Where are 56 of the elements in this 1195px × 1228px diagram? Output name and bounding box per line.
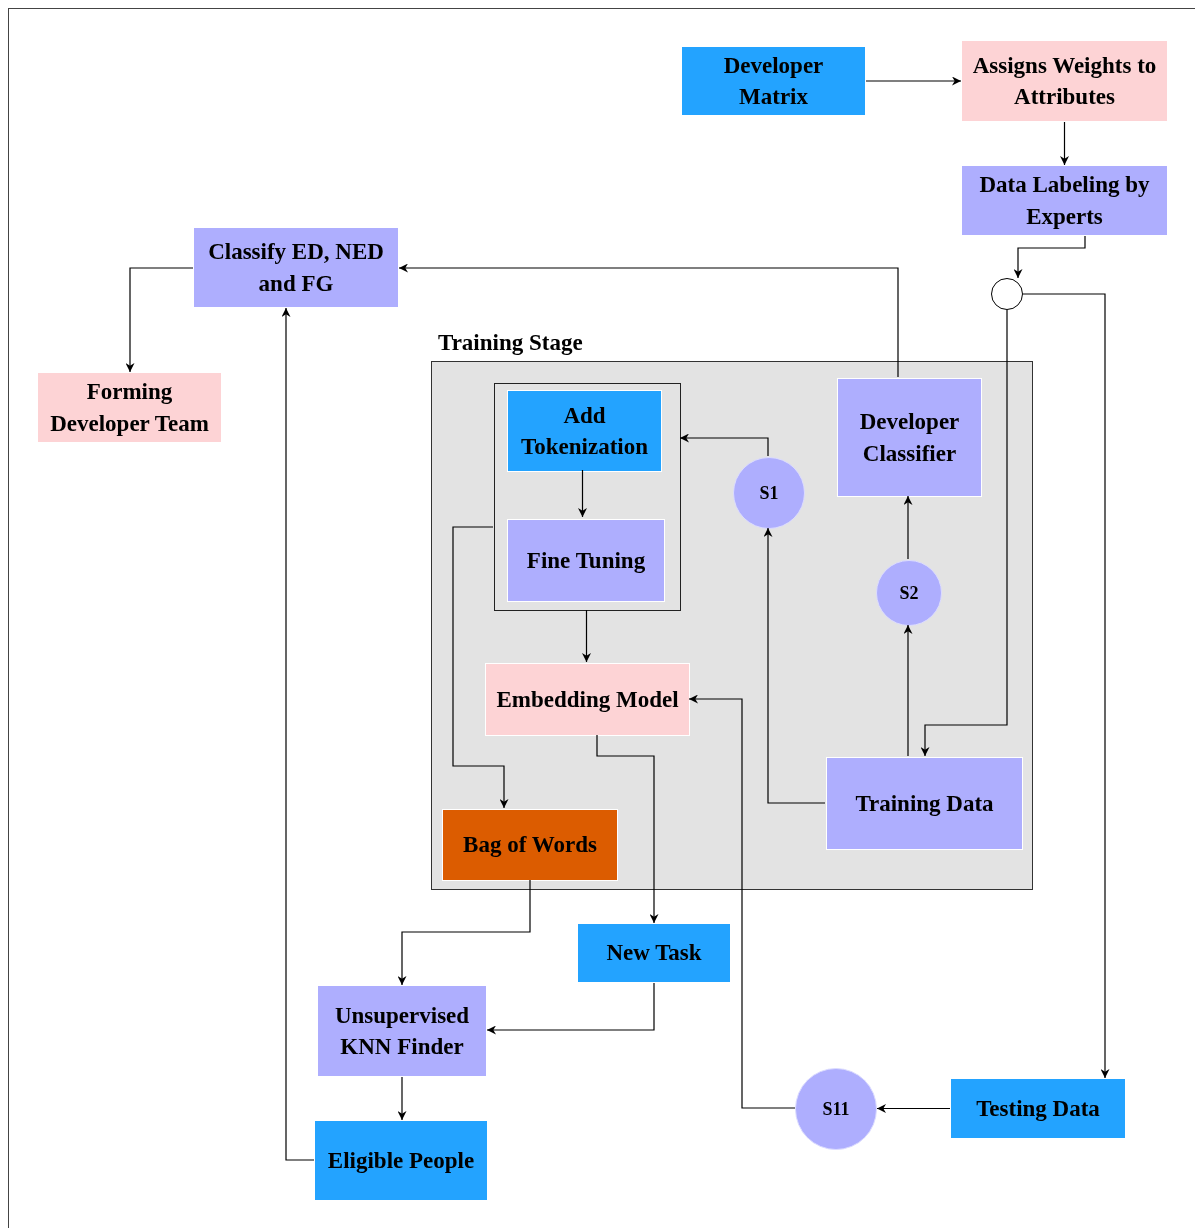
process-box bbox=[193, 227, 399, 308]
node-label: Developer Matrix bbox=[722, 51, 825, 111]
process-box bbox=[442, 809, 618, 881]
arrow bbox=[452, 526, 509, 809]
arrow bbox=[903, 495, 913, 560]
process-box bbox=[837, 378, 982, 497]
arrow bbox=[763, 527, 826, 804]
process-box bbox=[37, 372, 222, 443]
arrow bbox=[281, 307, 315, 1161]
process-box bbox=[961, 40, 1168, 122]
process-box bbox=[507, 519, 665, 602]
arrow bbox=[903, 624, 913, 757]
process-box bbox=[317, 985, 487, 1077]
node-label: S1 bbox=[758, 481, 780, 505]
group-title: Training Stage bbox=[438, 329, 583, 357]
arrow bbox=[1060, 121, 1069, 166]
process-box bbox=[681, 46, 866, 116]
arrow bbox=[920, 309, 1008, 757]
arrow bbox=[397, 1076, 407, 1121]
arrow bbox=[398, 263, 899, 378]
node-label: Add Tokenization bbox=[520, 401, 649, 461]
node-label: Embedding Model bbox=[495, 685, 680, 714]
arrow bbox=[688, 694, 796, 1109]
process-box bbox=[826, 757, 1023, 850]
node-label: Testing Data bbox=[975, 1094, 1101, 1123]
arrow bbox=[1013, 235, 1086, 279]
process-box bbox=[485, 663, 690, 736]
process-box bbox=[577, 923, 731, 983]
arrow bbox=[596, 734, 659, 924]
node-label: Unsupervised KNN Finder bbox=[333, 1001, 471, 1061]
node-label: S2 bbox=[898, 581, 920, 605]
arrow bbox=[582, 609, 591, 663]
process-box bbox=[507, 390, 662, 472]
node-label: Classify ED, NED and FG bbox=[207, 238, 385, 298]
arrow bbox=[578, 469, 587, 518]
node-label: Fine Tuning bbox=[525, 546, 647, 575]
arrow bbox=[125, 267, 194, 373]
arrow bbox=[876, 1104, 951, 1113]
arrow bbox=[486, 982, 655, 1035]
node-label: Bag of Words bbox=[462, 831, 598, 860]
node-label: Training Data bbox=[854, 789, 995, 818]
node-label: Assigns Weights to Attributes bbox=[971, 51, 1158, 111]
node-label: New Task bbox=[605, 939, 703, 968]
node-label: Developer Classifier bbox=[858, 408, 961, 468]
process-box bbox=[961, 165, 1168, 236]
arrow bbox=[865, 76, 962, 86]
arrow bbox=[1022, 293, 1110, 1079]
node-label: Forming Developer Team bbox=[49, 378, 210, 438]
arrow bbox=[679, 433, 769, 457]
node-label: Data Labeling by Experts bbox=[978, 171, 1151, 231]
process-box bbox=[950, 1078, 1126, 1139]
process-box bbox=[314, 1120, 488, 1201]
arrow bbox=[397, 879, 531, 986]
group-outline bbox=[494, 383, 681, 611]
node-label: S11 bbox=[821, 1097, 851, 1121]
node-label: Eligible People bbox=[326, 1146, 476, 1175]
